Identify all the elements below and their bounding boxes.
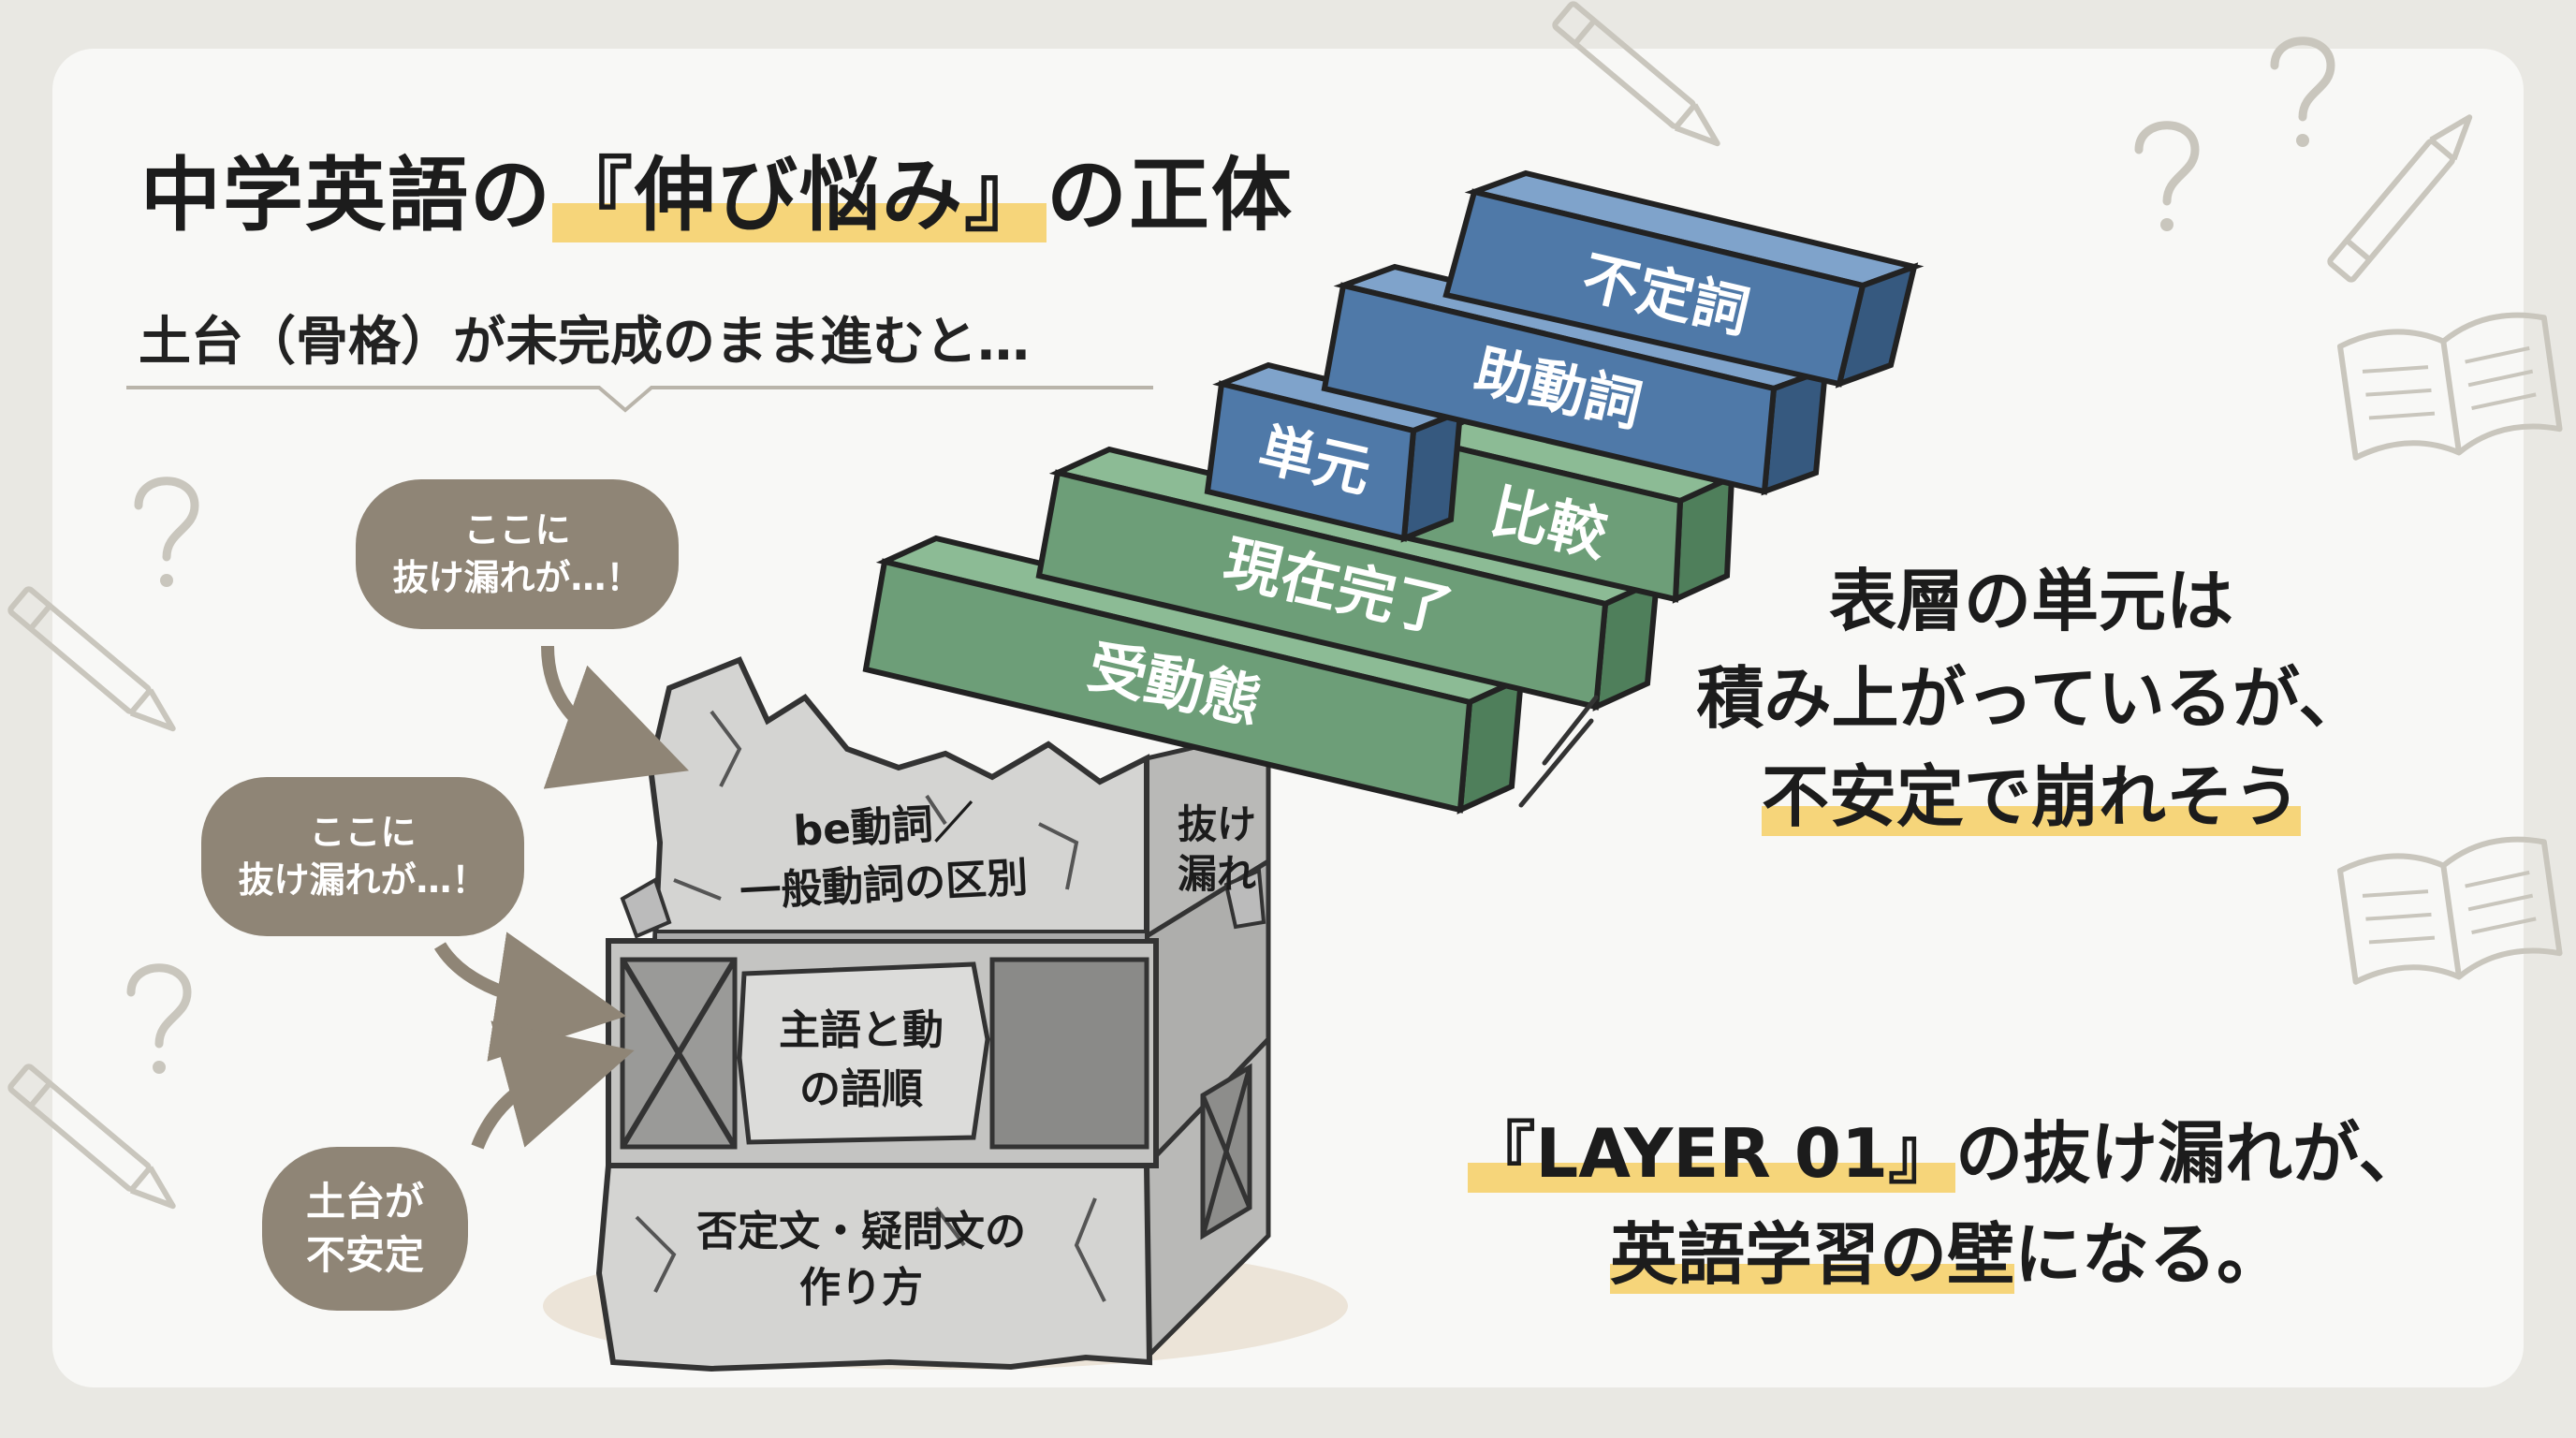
bubble-middle: ここに 抜け漏れが…！: [201, 777, 524, 936]
foundation-middle-line1: 主語と動: [779, 1006, 944, 1054]
foundation-middle-line2: の語順: [799, 1065, 923, 1113]
question-mark-icon: [131, 968, 187, 1074]
page-title: 中学英語の『伸び悩み』の正体: [140, 129, 1294, 246]
subtitle: 土台（骨格）が未完成のまま進むと…: [139, 312, 1030, 373]
message-layer: 『LAYER 01』の抜け漏れが、 英語学習の壁になる。: [1404, 1103, 2490, 1305]
bubble-bottom-line1: 土台が: [305, 1178, 424, 1225]
bubble-bottom: 土台が 不安定: [262, 1147, 468, 1311]
message-unstable-line1: 表層の単元は: [1828, 562, 2233, 640]
stair-block-unit: [1204, 361, 1470, 543]
message-unstable: 表層の単元は 積み上がっているが、 不安定で崩れそう: [1629, 552, 2434, 845]
pencil-icon: [9, 588, 183, 741]
question-mark-icon: [139, 481, 195, 587]
foundation-block: [595, 656, 1271, 1372]
open-book-icon: [2339, 834, 2561, 990]
arrow-icon: [433, 932, 627, 1062]
pencil-icon: [9, 1065, 183, 1218]
bubble-top: ここに 抜け漏れが…！: [356, 479, 679, 629]
stairs: [862, 169, 1925, 814]
title-post: の正体: [1046, 149, 1294, 242]
stair-block-infinitive: [1442, 169, 1925, 389]
foundation-bottom-line1: 否定文・疑問文の: [696, 1208, 1026, 1255]
question-mark-icon: [2139, 125, 2195, 231]
foundation-side-line1: 抜け: [1178, 801, 1256, 847]
foundation-side-line2: 漏れ: [1178, 851, 1256, 897]
message-layer-line1-rest: の抜け漏れが、: [1955, 1114, 2426, 1193]
bubble-top-line1: ここに: [463, 508, 571, 550]
bubble-bottom-line2: 不安定: [305, 1231, 424, 1278]
title-highlight: 『伸び悩み』: [552, 149, 1046, 242]
question-mark-icon: [2275, 41, 2331, 147]
foundation-bottom-line2: 作り方: [799, 1264, 923, 1312]
message-unstable-line2: 積み上がっているが、: [1696, 659, 2366, 739]
bubble-top-line2: 抜け漏れが…！: [392, 557, 642, 598]
pencil-icon: [1554, 3, 1727, 155]
message-layer-line2-highlight: 英語学習の壁: [1609, 1215, 2014, 1294]
bubble-middle-line2: 抜け漏れが…！: [238, 859, 488, 901]
foundation-top-line1: be動詞／: [792, 799, 975, 856]
bubble-middle-line1: ここに: [309, 811, 417, 853]
shake-lines: [1518, 695, 1599, 808]
pencil-icon: [2329, 108, 2481, 281]
message-unstable-line3: 不安定で崩れそう: [1761, 756, 2301, 836]
arrow-icon: [541, 645, 689, 789]
arrow-icon: [471, 1020, 635, 1150]
message-layer-line1-highlight: 『LAYER 01』: [1468, 1114, 1956, 1193]
open-book-icon: [2339, 310, 2561, 466]
subtitle-underline: [126, 386, 1153, 413]
title-pre: 中学英語の: [140, 149, 552, 242]
message-layer-line2-rest: になる。: [2014, 1215, 2285, 1294]
